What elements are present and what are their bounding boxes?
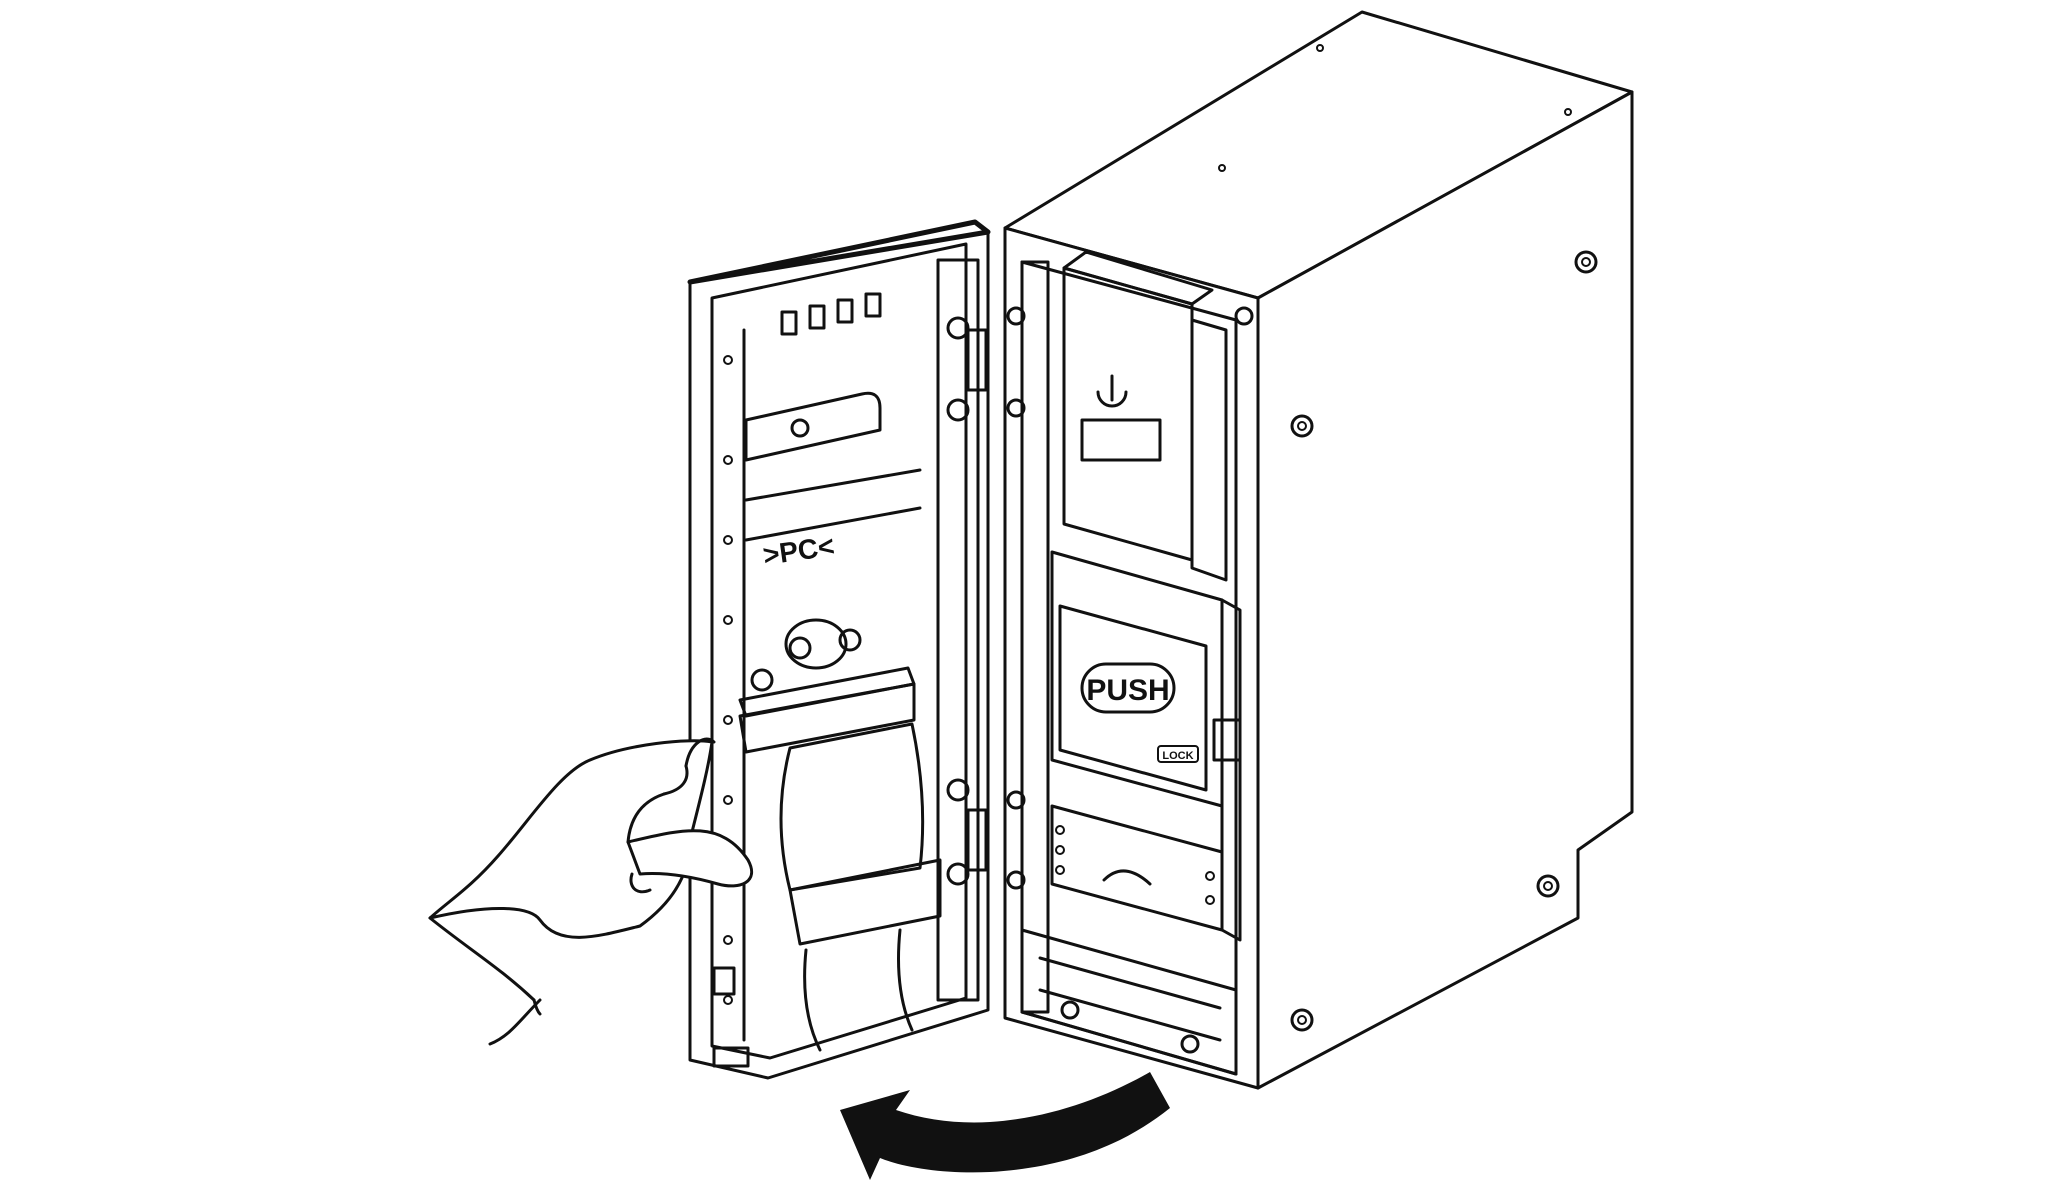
side-screws — [1234, 250, 1598, 1032]
interior-mechanism: PUSH LOCK — [1006, 250, 1242, 1076]
push-label: PUSH — [1086, 674, 1169, 707]
open-door[interactable]: >PC< — [687, 219, 991, 1080]
door-rail-holes — [723, 355, 733, 1005]
door-top-tabs — [780, 292, 882, 336]
roller-assembly — [738, 618, 916, 754]
hand-icon — [428, 737, 754, 1046]
lock-label: LOCK — [1162, 750, 1193, 762]
cabinet-body — [1003, 10, 1634, 1090]
curved-arrow-icon — [840, 1072, 1170, 1180]
